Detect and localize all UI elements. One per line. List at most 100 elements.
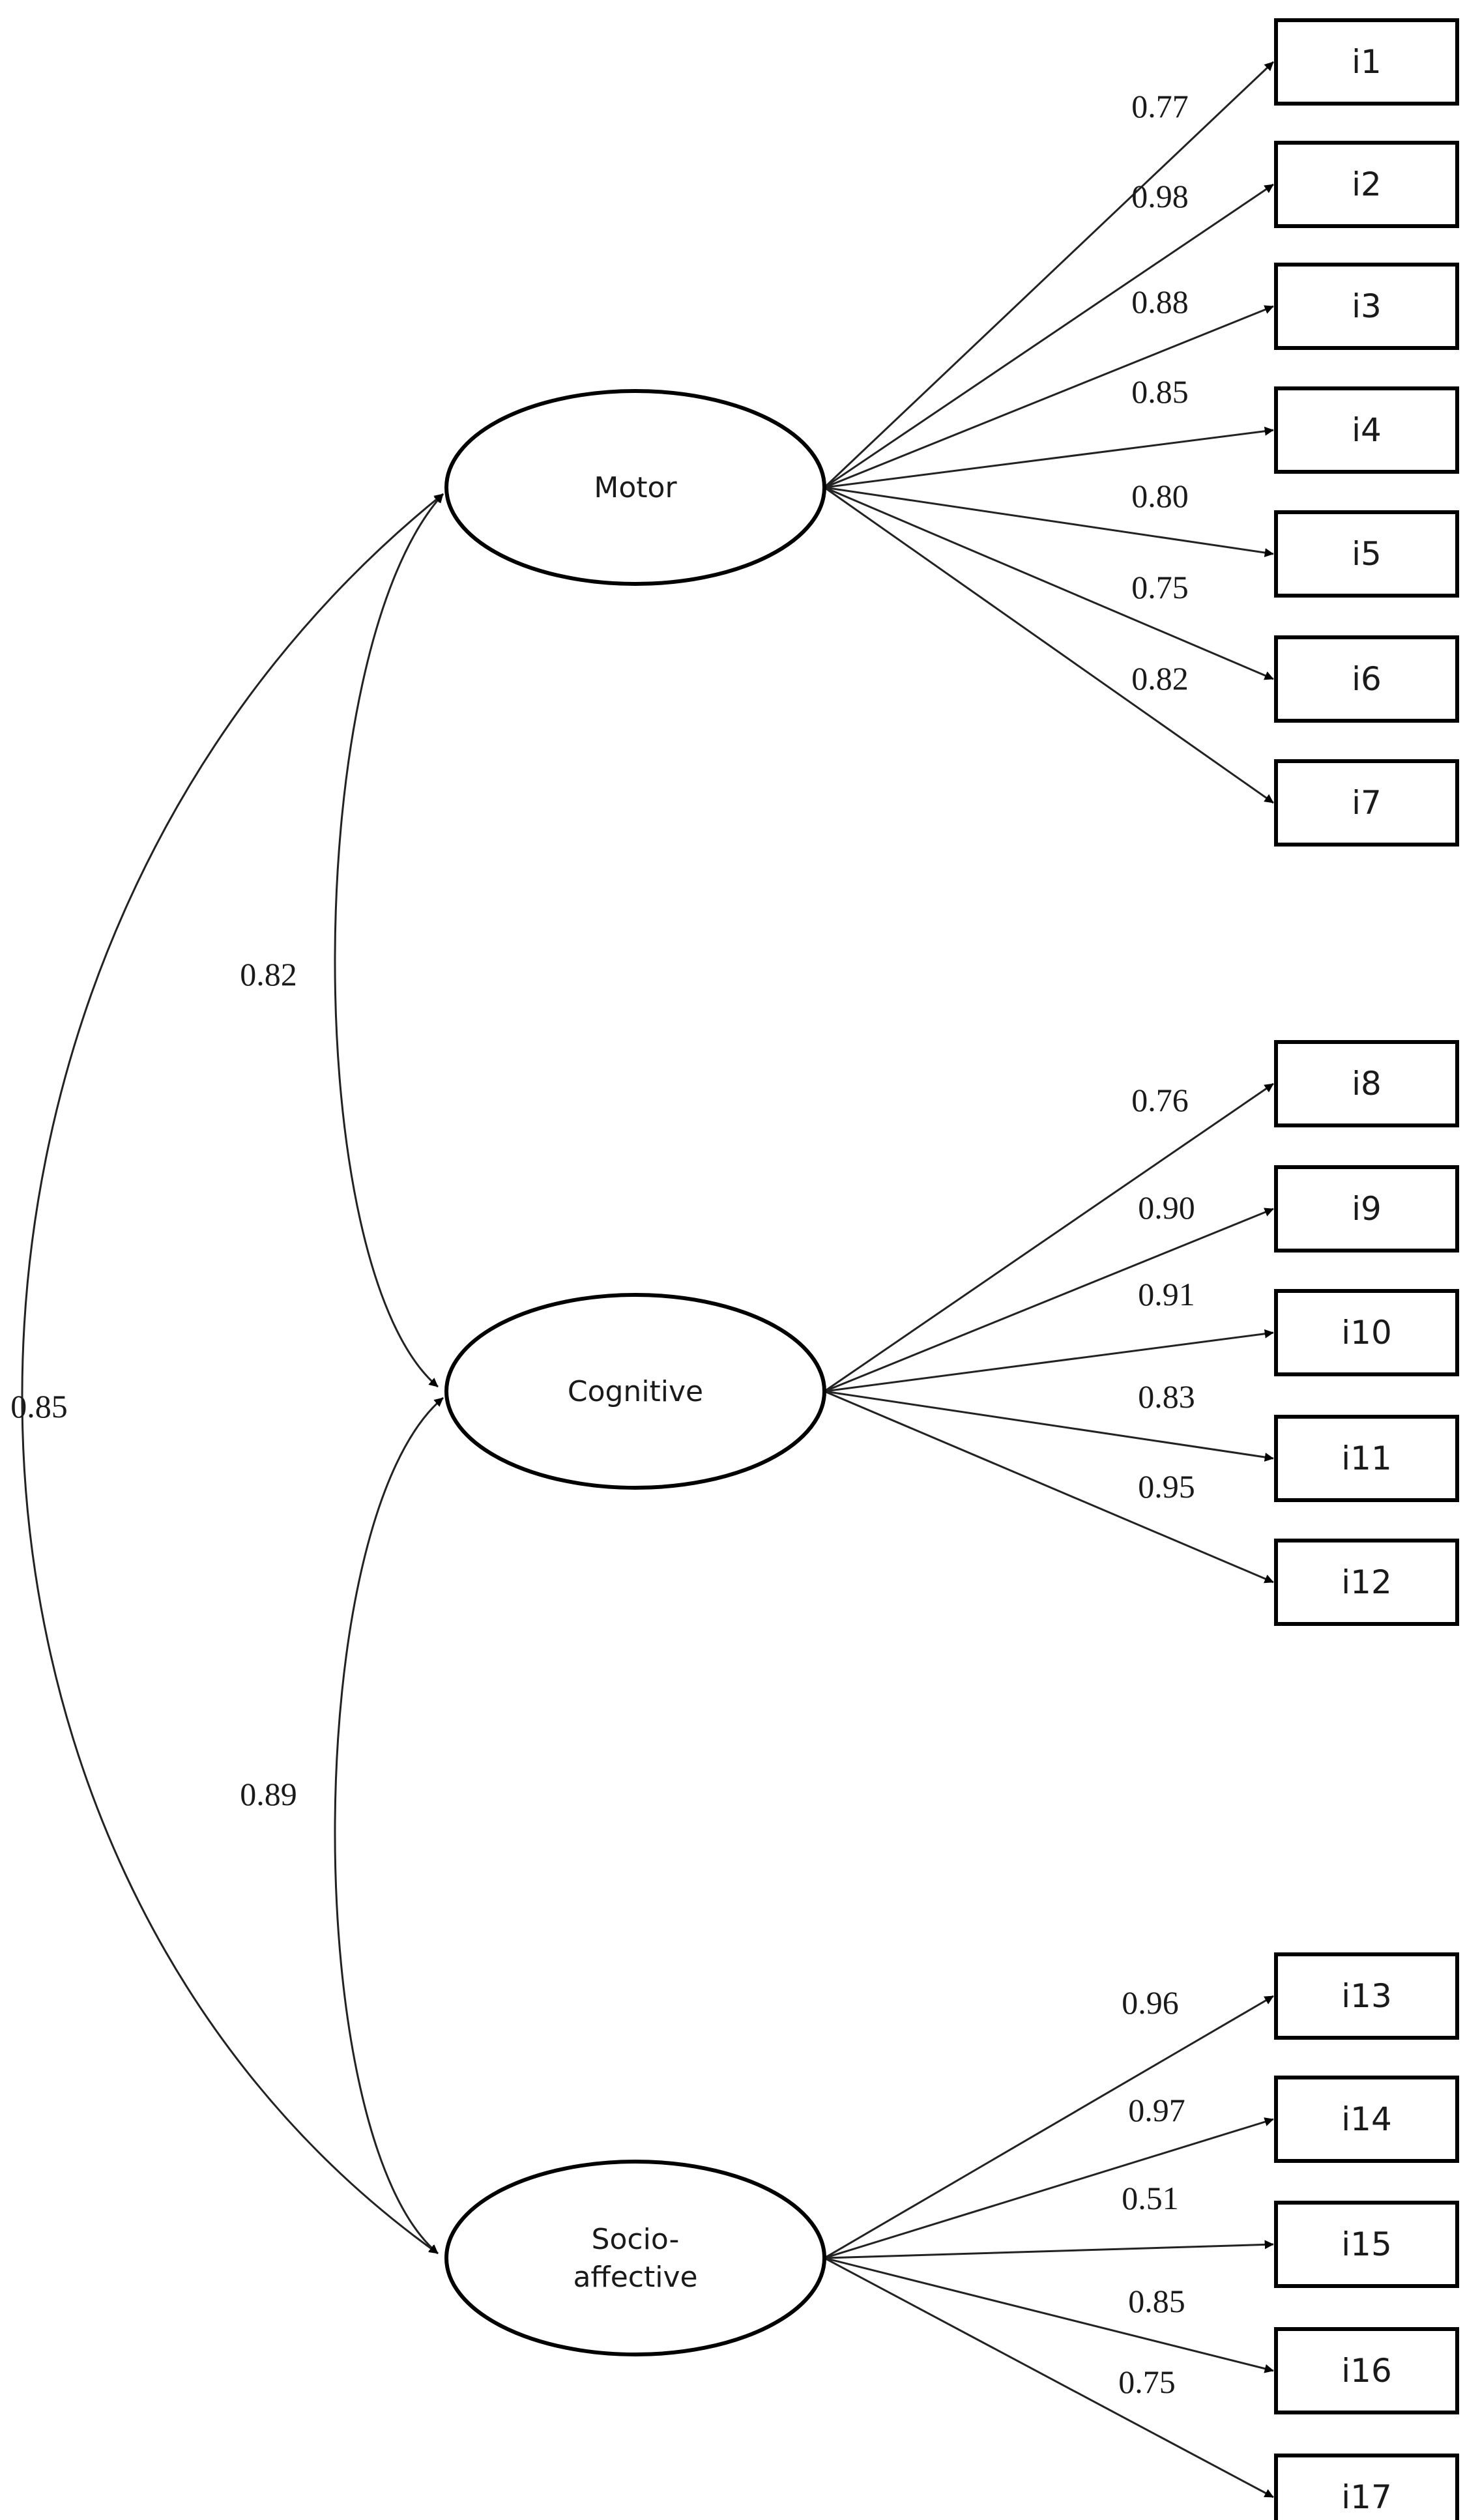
factor-ellipse [444,2160,826,2356]
factor-label: affective [573,2261,697,2294]
item-box [1274,635,1459,723]
loading-arrow [824,2257,1274,2498]
loading-arrow [824,305,1274,489]
item-i4: i4 [1274,386,1459,474]
item-i6: i6 [1274,635,1459,723]
item-i3: i3 [1274,263,1459,350]
loading-value: 0.75 [1118,2364,1176,2400]
loading-arrow [824,2257,1274,2373]
item-i16: i16 [1274,2327,1459,2414]
loading-value: 0.98 [1131,178,1189,214]
loading-value: 0.90 [1138,1189,1195,1226]
loading-value: 0.85 [1131,373,1189,410]
correlation-value: 0.89 [240,1776,297,1812]
factor-motor: Motor [444,389,826,586]
item-i7: i7 [1274,759,1459,847]
loading-arrow [824,486,1274,680]
item-i1: i1 [1274,18,1459,106]
correlation-arc [334,1397,444,2255]
item-i14: i14 [1274,2076,1459,2163]
factor-ellipse [444,389,826,586]
item-box [1274,1952,1459,2040]
factor-ellipse [444,1293,826,1490]
item-label: i1 [1352,43,1382,81]
loading-arrow [824,1390,1274,1584]
loading-arrow [824,1995,1274,2259]
loading-arrow [824,2240,1274,2259]
item-box [1274,2201,1459,2288]
item-box [1274,141,1459,228]
item-label: i16 [1341,2352,1392,2390]
item-label: i5 [1352,535,1382,573]
loading-arrow [824,426,1274,489]
item-label: i11 [1341,1440,1392,1477]
loading-value: 0.82 [1131,660,1189,697]
item-label: i13 [1341,1977,1392,2015]
item-label: i10 [1341,1314,1392,1352]
loading-value: 0.95 [1138,1468,1195,1505]
item-box [1274,263,1459,350]
item-i15: i15 [1274,2201,1459,2288]
item-i2: i2 [1274,141,1459,228]
item-label: i17 [1341,2478,1392,2516]
loading-value: 0.83 [1138,1378,1195,1415]
item-i11: i11 [1274,1415,1459,1502]
item-box [1274,1289,1459,1376]
loading-value: 0.91 [1138,1276,1195,1312]
correlation-arc [21,493,444,2255]
loading-value: 0.88 [1131,283,1189,320]
item-label: i14 [1341,2100,1392,2138]
item-label: i9 [1352,1190,1382,1228]
loading-value: 0.96 [1122,1984,1179,2021]
item-i12: i12 [1274,1539,1459,1626]
item-label: i7 [1352,784,1382,822]
factor-label: Cognitive [568,1375,703,1408]
loading-arrow [824,183,1274,489]
loading-value: 0.51 [1122,2180,1179,2216]
item-i8: i8 [1274,1040,1459,1127]
item-box [1274,510,1459,598]
item-label: i2 [1352,166,1382,203]
loading-value: 0.77 [1131,88,1189,124]
loading-arrow [824,486,1274,557]
item-box [1274,759,1459,847]
factor-cognitive: Cognitive [444,1293,826,1490]
item-label: i4 [1352,411,1382,449]
item-label: i6 [1352,660,1382,698]
loading-arrow [824,486,1274,804]
item-i10: i10 [1274,1289,1459,1376]
item-i9: i9 [1274,1165,1459,1253]
item-i5: i5 [1274,510,1459,598]
loading-arrow [824,1329,1274,1393]
item-i13: i13 [1274,1952,1459,2040]
item-box [1274,1415,1459,1502]
item-box [1274,18,1459,106]
correlation-value: 0.85 [10,1388,68,1425]
item-label: i8 [1352,1065,1382,1103]
item-box [1274,1040,1459,1127]
loading-arrow [823,61,1275,489]
factor-label: Socio- [592,2223,680,2256]
loading-value: 0.97 [1128,2092,1185,2128]
factor-label: Motor [594,471,677,504]
factor-socio: Socio-affective [444,2160,826,2356]
item-label: i12 [1341,1563,1392,1601]
item-box [1274,2454,1459,2520]
loading-arrow [824,1390,1274,1462]
loading-arrow [824,2117,1274,2259]
item-label: i3 [1352,287,1382,325]
loading-value: 0.85 [1128,2283,1185,2319]
loading-arrow [824,1208,1274,1393]
loading-value: 0.76 [1131,1082,1189,1118]
item-box [1274,2327,1459,2414]
correlation-value: 0.82 [240,956,297,992]
loading-arrow [824,1082,1274,1393]
item-label: i15 [1341,2225,1392,2263]
item-i17: i17 [1274,2454,1459,2520]
loading-value: 0.80 [1131,478,1189,514]
item-box [1274,386,1459,474]
item-box [1274,1539,1459,1626]
correlation-arc [334,493,444,1388]
item-box [1274,1165,1459,1253]
